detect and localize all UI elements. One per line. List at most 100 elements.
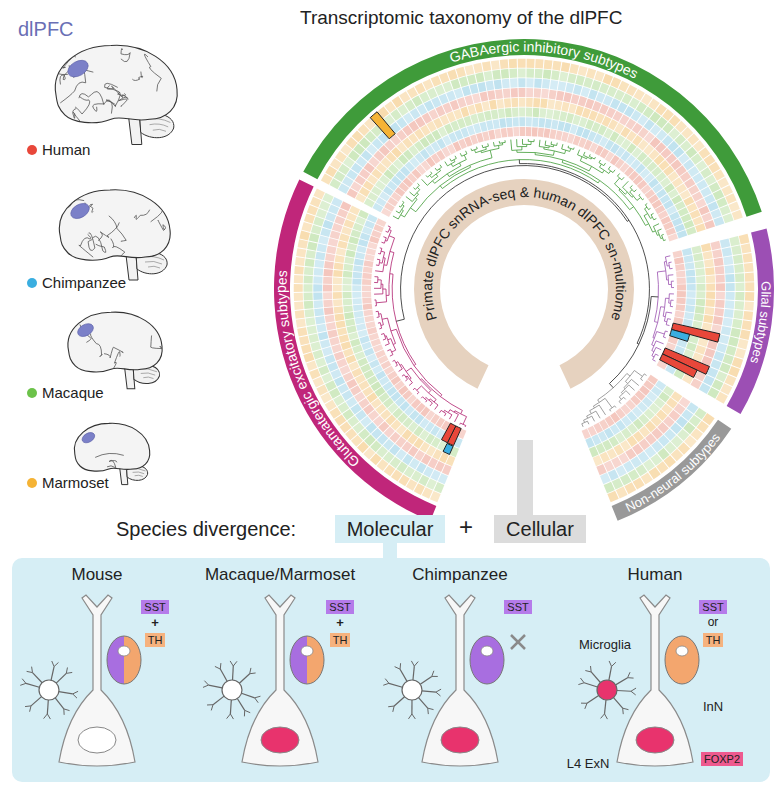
dendrogram-root (396, 319, 404, 321)
dendrogram-branch (619, 397, 624, 401)
dendrogram-branch (415, 185, 419, 189)
expression-cell (544, 128, 551, 138)
species-heading: Mouse (71, 566, 122, 585)
dendrogram-branch (402, 205, 404, 206)
expression-cell (526, 69, 534, 78)
dendrogram-branch (390, 273, 393, 274)
dendrogram-branch (395, 360, 398, 365)
gyrus-line (79, 92, 104, 105)
expression-cell (513, 127, 519, 136)
divergence-box: Molecular (335, 515, 446, 543)
expression-cell (303, 352, 314, 362)
expression-cell (305, 258, 315, 267)
dendrogram-branch (444, 414, 446, 417)
expression-cell (322, 347, 333, 357)
region-label: dlPFC (18, 18, 74, 40)
dendrogram-branch (420, 379, 421, 380)
expression-cell (715, 266, 725, 274)
expression-cell (358, 210, 369, 219)
dendrogram-branch (656, 347, 661, 349)
plus-sign: + (459, 514, 473, 540)
expression-cell (561, 62, 570, 72)
microglia-process (623, 708, 629, 709)
dendrogram-branch (448, 410, 450, 413)
interneuron-nucleus (481, 646, 493, 656)
dlpfc-patch (80, 430, 96, 444)
expression-cell (352, 292, 361, 298)
dendrogram-branch (651, 215, 654, 220)
expression-cell (677, 230, 687, 238)
dendrogram-branch (658, 229, 662, 231)
expression-cell (313, 276, 322, 284)
expression-cell (314, 308, 324, 316)
dendrogram-branch (599, 160, 601, 163)
microglia-process (250, 668, 251, 674)
microglia-process (584, 683, 597, 687)
dendrogram-branch (440, 165, 442, 167)
dendrogram-branch (539, 140, 541, 147)
microglia-process (255, 698, 259, 703)
expression-cell (735, 283, 744, 291)
expression-cell (526, 108, 532, 117)
microglia-process (631, 691, 636, 695)
dendrogram-branch (630, 185, 632, 187)
dendrogram-branch (623, 181, 629, 187)
expression-cell (704, 259, 714, 267)
dendrogram-branch (639, 194, 640, 195)
expression-cell (294, 301, 304, 310)
expression-cell (509, 69, 517, 78)
expression-cell (353, 265, 363, 272)
dendrogram-branch (413, 188, 415, 190)
microglia (203, 661, 260, 719)
microglia-process (204, 681, 208, 685)
expression-cell (320, 339, 331, 348)
expression-cell (341, 341, 352, 350)
microglia-process (436, 689, 441, 692)
expression-cell (343, 271, 352, 278)
expression-cell (355, 317, 365, 324)
dendrogram-branch (493, 142, 495, 146)
expression-cell (676, 304, 686, 311)
expression-cell (706, 283, 715, 290)
plus-sign: + (151, 616, 159, 630)
dendrogram-branch (664, 239, 666, 241)
expression-cells (582, 375, 715, 502)
dendrogram-branch (657, 271, 665, 272)
dendrogram-branch (583, 155, 591, 159)
expression-cell (676, 298, 685, 305)
expression-cell (309, 369, 320, 380)
expression-cell (493, 119, 500, 129)
microglia-process (44, 714, 48, 719)
dendrogram-branch (399, 369, 403, 371)
dendrogram-branch (641, 379, 643, 381)
expression-cell (533, 108, 540, 117)
expression-cell (302, 222, 313, 232)
expression-cell (543, 69, 551, 79)
node-text: TH (148, 634, 163, 646)
microglia-process (395, 667, 400, 670)
dendrogram-branch (668, 318, 671, 320)
dendrogram-branch (666, 298, 670, 299)
dendrogram-branch (404, 199, 417, 217)
expression-cell (502, 79, 510, 89)
microglia-process (408, 714, 411, 719)
expression-cell (313, 217, 324, 227)
dendrogram-branch (562, 144, 563, 149)
expression-cell (507, 127, 513, 136)
brain-drawing (59, 190, 170, 280)
expression-cell (705, 307, 715, 315)
expression-cell (376, 218, 386, 227)
expression-cell (674, 257, 684, 265)
gyrus-line (144, 54, 161, 91)
expression-cell (544, 60, 553, 70)
expression-cell (328, 329, 338, 338)
dendrogram-branch (630, 190, 632, 192)
expression-cell (733, 255, 743, 264)
expression-cell (734, 264, 744, 273)
cell-label: InN (703, 700, 723, 714)
microglia-process (20, 683, 26, 685)
expression-cell (484, 71, 493, 81)
expression-cell (295, 310, 305, 319)
dendrogram-branch (553, 151, 555, 155)
expression-cell (593, 455, 603, 466)
